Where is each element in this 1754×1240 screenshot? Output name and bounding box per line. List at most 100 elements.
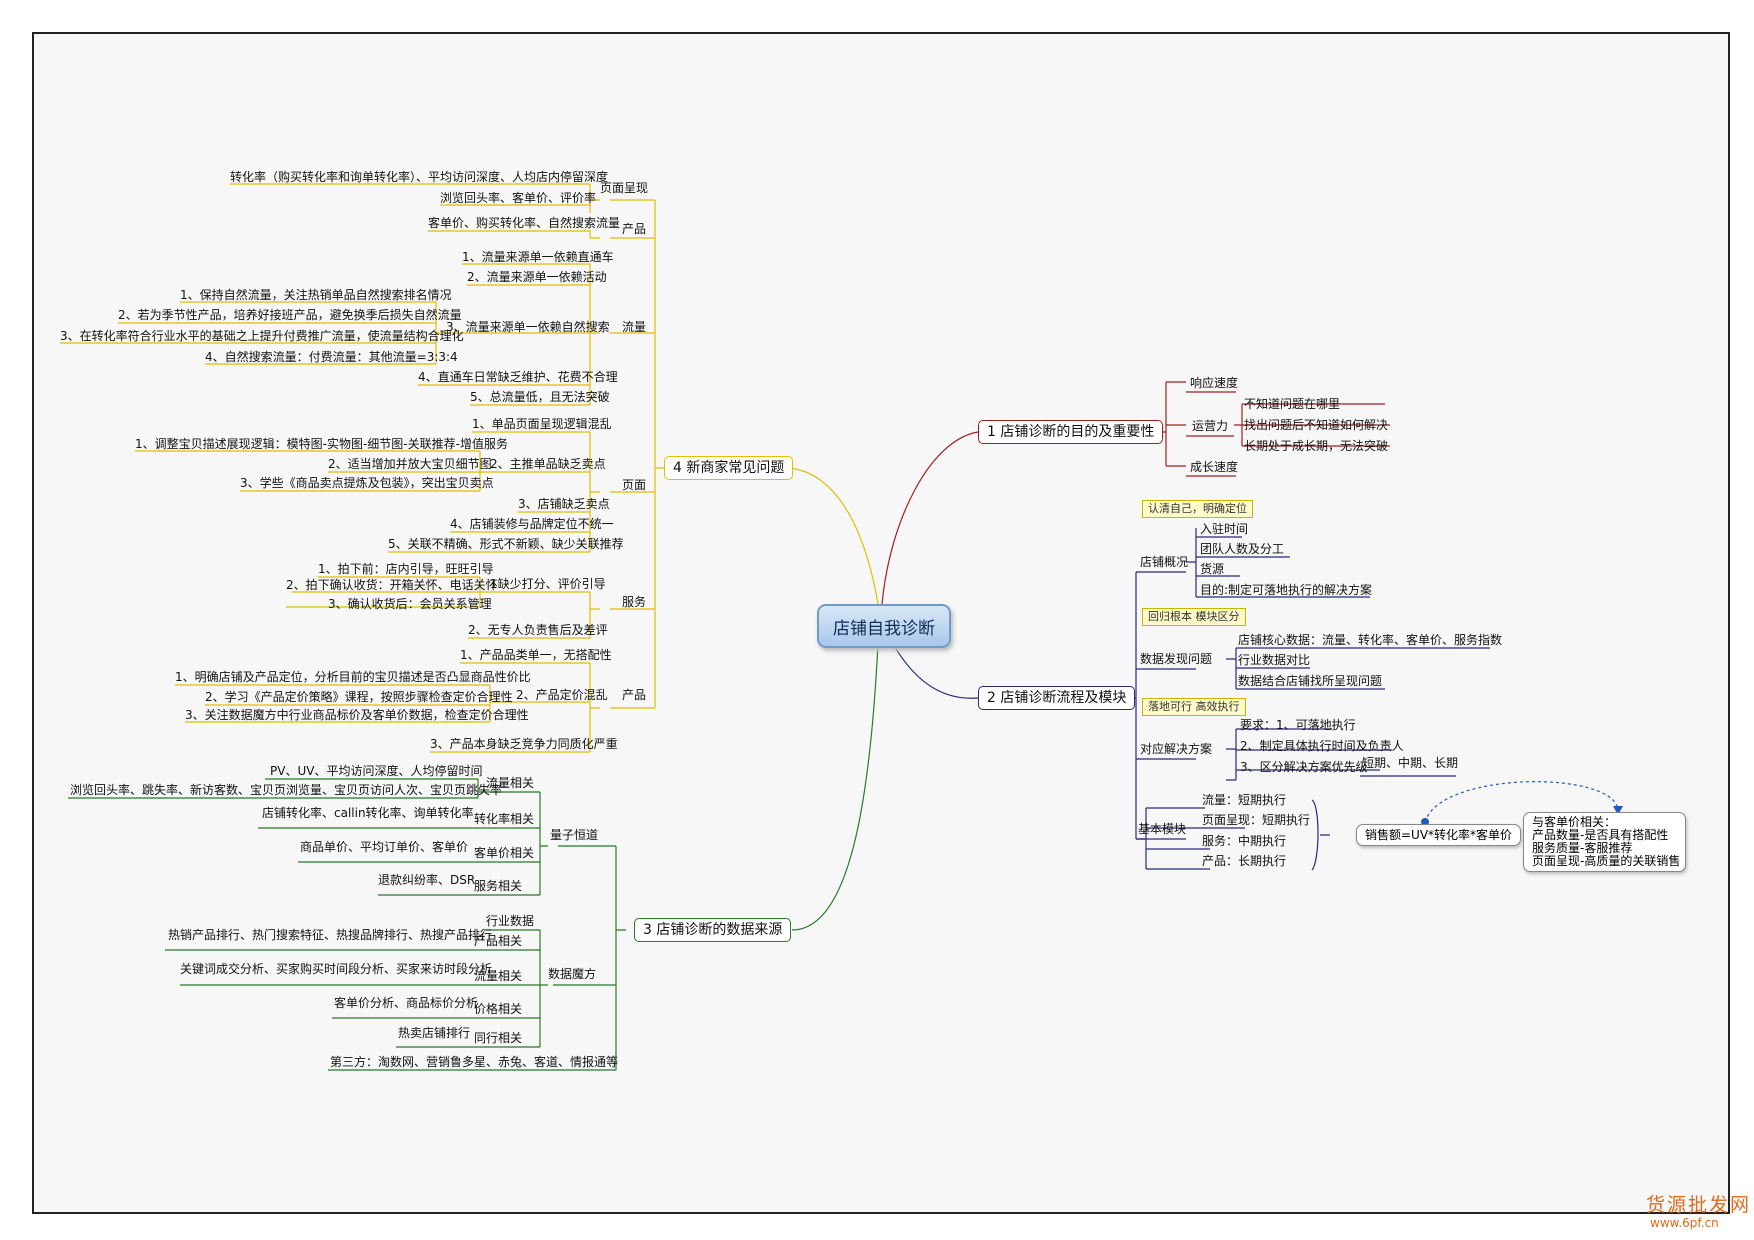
b3-mf-group-1[interactable]: 行业数据 <box>486 914 535 928</box>
b4-cp2-item-1[interactable]: 1、产品品类单一，无搭配性 <box>460 648 612 662</box>
b2-solution-item-3[interactable]: 3、区分解决方案优先级 <box>1240 760 1368 774</box>
b2-solution-terms[interactable]: 短期、中期、长期 <box>1362 756 1459 770</box>
branch-4-node[interactable]: 4 新商家常见问题 <box>664 456 794 480</box>
b2-solution-item-1[interactable]: 要求：1、可落地执行 <box>1240 718 1356 732</box>
b3-lz-item-1[interactable]: PV、UV、平均访问深度、人均停留时间 <box>270 764 483 778</box>
watermark-url: www.6pf.cn <box>1650 1216 1719 1230</box>
b4-ym-item-4[interactable]: 4、店铺装修与品牌定位不统一 <box>450 517 614 531</box>
b1-op-item-3[interactable]: 长期处于成长期，无法突破 <box>1244 439 1389 453</box>
b1-op-item-2[interactable]: 找出问题后不知道如何解决 <box>1244 418 1389 432</box>
b2-status-item-4[interactable]: 目的:制定可落地执行的解决方案 <box>1200 583 1373 597</box>
b2-solution[interactable]: 对应解决方案 <box>1140 742 1213 756</box>
b2-formula[interactable]: 销售额=UV*转化率*客单价 <box>1356 824 1522 846</box>
b4-ll-item-3[interactable]: 3、流量来源单一依赖自然搜索 <box>446 320 610 334</box>
b3-mf-item-1[interactable]: 热销产品排行、热门搜索特征、热搜品牌排行、热搜产品排行 <box>168 928 493 942</box>
b3-lz-item-5[interactable]: 退款纠纷率、DSR <box>378 873 476 887</box>
b4-ll-sub-2[interactable]: 2、若为季节性产品，培养好接班产品，避免换季后损失自然流量 <box>118 308 462 322</box>
b2-note[interactable]: 与客单价相关： 产品数量-是否具有搭配性 服务质量-客服推荐 页面呈现-高质量的… <box>1523 812 1686 872</box>
b4-ym-item-1[interactable]: 1、单品页面呈现逻辑混乱 <box>472 417 612 431</box>
b4-fw-sub-2[interactable]: 2、拍下确认收货：开箱关怀、电话关怀 <box>286 578 498 592</box>
b3-mf-item-2[interactable]: 关键词成交分析、买家购买时间段分析、买家来访时段分析 <box>180 962 493 976</box>
b4-cp2-sub-1[interactable]: 1、明确店铺及产品定位，分析目前的宝贝描述是否凸显商品性价比 <box>175 670 531 684</box>
b2-data-item-3[interactable]: 数据结合店铺找所呈现问题 <box>1238 674 1383 688</box>
b4-fw-item-2[interactable]: 2、无专人负责售后及差评 <box>468 623 608 637</box>
b4-fuwu[interactable]: 服务 <box>622 595 647 609</box>
b3-lz-group-1[interactable]: 流量相关 <box>486 776 535 790</box>
b3-lz-group-2[interactable]: 转化率相关 <box>474 812 535 826</box>
b2-status-item-3[interactable]: 货源 <box>1200 562 1225 576</box>
b1-response-speed[interactable]: 响应速度 <box>1190 376 1239 390</box>
b4-ym-item-3[interactable]: 3、店铺缺乏卖点 <box>518 497 610 511</box>
root-node[interactable]: 店铺自我诊断 <box>817 604 951 648</box>
b4-yemian-chengxian[interactable]: 页面呈现 <box>600 181 649 195</box>
b4-fw-sub-1[interactable]: 1、拍下前：店内引导，旺旺引导 <box>318 562 494 576</box>
b3-lz-item-2[interactable]: 浏览回头率、跳失率、新访客数、宝贝页浏览量、宝贝页访问人次、宝贝页跳失率 <box>70 783 503 797</box>
b2-solution-item-2[interactable]: 2、制定具体执行时间及负责人 <box>1240 739 1404 753</box>
b2-basic-item-1[interactable]: 流量：短期执行 <box>1202 793 1287 807</box>
b3-lz-group-3[interactable]: 客单价相关 <box>474 846 535 860</box>
b4-ycx-item-1[interactable]: 转化率（购买转化率和询单转化率）、平均访问深度、人均店内停留深度 <box>230 170 609 184</box>
curve-branch-4 <box>787 467 879 605</box>
b2-data-item-2[interactable]: 行业数据对比 <box>1238 653 1311 667</box>
b1-op-item-1[interactable]: 不知道问题在哪里 <box>1244 397 1341 411</box>
b4-cp1-item-1[interactable]: 客单价、购买转化率、自然搜索流量 <box>428 216 621 230</box>
b3-mf-group-4[interactable]: 价格相关 <box>474 1002 523 1016</box>
b4-cp2-item-3[interactable]: 3、产品本身缺乏竞争力同质化严重 <box>430 737 618 751</box>
b4-ll-item-1[interactable]: 1、流量来源单一依赖直通车 <box>462 250 614 264</box>
formula-arrow <box>1424 781 1619 823</box>
b4-cp2-sub-3[interactable]: 3、关注数据魔方中行业商品标价及客单价数据，检查定价合理性 <box>185 708 529 722</box>
b4-ym-sub-2[interactable]: 2、适当增加并放大宝贝细节图 <box>328 457 492 471</box>
b4-chanpin-2[interactable]: 产品 <box>622 688 647 702</box>
b3-lz-group-4[interactable]: 服务相关 <box>474 879 523 893</box>
b1-growth-speed[interactable]: 成长速度 <box>1190 460 1239 474</box>
b2-basic-item-2[interactable]: 页面呈现：短期执行 <box>1202 813 1311 827</box>
branch-3-node[interactable]: 3 店铺诊断的数据来源 <box>634 918 792 942</box>
b3-liangzi[interactable]: 量子恒道 <box>550 828 599 842</box>
b4-ll-sub-4[interactable]: 4、自然搜索流量：付费流量：其他流量=3:3:4 <box>205 350 458 364</box>
b2-note-line-2: 产品数量-是否具有搭配性 <box>1532 828 1669 842</box>
b4-ycx-item-2[interactable]: 浏览回头率、客单价、评价率 <box>440 191 597 205</box>
b3-lz-item-3[interactable]: 店铺转化率、callin转化率、询单转化率 <box>262 806 474 820</box>
b4-ll-item-4[interactable]: 4、直通车日常缺乏维护、花费不合理 <box>418 370 618 384</box>
b4-ll-item-5[interactable]: 5、总流量低，且无法突破 <box>470 390 610 404</box>
b4-ym-sub-1[interactable]: 1、调整宝贝描述展现逻辑：模特图-实物图-细节图-关联推荐-增值服务 <box>135 437 508 451</box>
b4-ym-sub-3[interactable]: 3、学些《商品卖点提炼及包装》，突出宝贝卖点 <box>240 476 494 490</box>
curve-branch-3 <box>791 643 879 931</box>
b2-note-line-3: 服务质量-客服推荐 <box>1532 841 1633 855</box>
b4-fw-sub-3[interactable]: 3、确认收货后：会员关系管理 <box>328 597 492 611</box>
b2-basic-item-4[interactable]: 产品：长期执行 <box>1202 854 1287 868</box>
b2-status-item-1[interactable]: 入驻时间 <box>1200 522 1249 536</box>
b3-mf-item-3[interactable]: 客单价分析、商品标价分析 <box>334 996 479 1010</box>
b4-liuliang[interactable]: 流量 <box>622 320 647 334</box>
b2-data-item-1[interactable]: 店铺核心数据：流量、转化率、客单价、服务指数 <box>1238 633 1503 647</box>
b4-ll-item-2[interactable]: 2、流量来源单一依赖活动 <box>467 270 607 284</box>
b4-yemian[interactable]: 页面 <box>622 478 647 492</box>
b4-cp2-sub-2[interactable]: 2、学习《产品定价策略》课程，按照步骤检查定价合理性 <box>205 690 513 704</box>
b2-note-line-1: 与客单价相关： <box>1532 815 1617 829</box>
b2-data[interactable]: 数据发现问题 <box>1140 652 1213 666</box>
b4-ll-sub-1[interactable]: 1、保持自然流量，关注热销单品自然搜索排名情况 <box>180 288 452 302</box>
branch-2-node[interactable]: 2 店铺诊断流程及模块 <box>978 686 1136 710</box>
branch-1-node[interactable]: 1 店铺诊断的目的及重要性 <box>978 420 1164 444</box>
b2-status-item-2[interactable]: 团队人数及分工 <box>1200 542 1285 556</box>
b4-ym-item-5[interactable]: 5、关联不精确、形式不新颖、缺少关联推荐 <box>388 537 624 551</box>
b3-mofang[interactable]: 数据魔方 <box>548 967 597 981</box>
b4-ym-item-2[interactable]: 2、主推单品缺乏卖点 <box>490 457 606 471</box>
b3-third-party[interactable]: 第三方：淘数网、营销鲁多星、赤兔、客道、情报通等 <box>330 1055 619 1069</box>
b4-chanpin-1[interactable]: 产品 <box>622 222 647 236</box>
b2-basic[interactable]: 基本模块 <box>1138 822 1187 836</box>
b4-cp2-item-2[interactable]: 2、产品定价混乱 <box>516 688 608 702</box>
b4-fw-item-1[interactable]: 1缺少打分、评价引导 <box>490 577 606 591</box>
b3-mf-group-3[interactable]: 流量相关 <box>474 969 523 983</box>
b2-data-callout: 回归根本 模块区分 <box>1142 608 1246 626</box>
b2-basic-item-3[interactable]: 服务：中期执行 <box>1202 834 1287 848</box>
b4-ll-sub-3[interactable]: 3、在转化率符合行业水平的基础之上提升付费推广流量，使流量结构合理化 <box>60 329 464 343</box>
b1-operations[interactable]: 运营力 <box>1192 419 1229 433</box>
b3-mf-group-2[interactable]: 产品相关 <box>474 934 523 948</box>
b3-mf-item-4[interactable]: 热卖店铺排行 <box>398 1026 471 1040</box>
b3-mf-group-5[interactable]: 同行相关 <box>474 1031 523 1045</box>
b3-lz-item-4[interactable]: 商品单价、平均订单价、客单价 <box>300 840 469 854</box>
b2-status[interactable]: 店铺概况 <box>1140 555 1189 569</box>
